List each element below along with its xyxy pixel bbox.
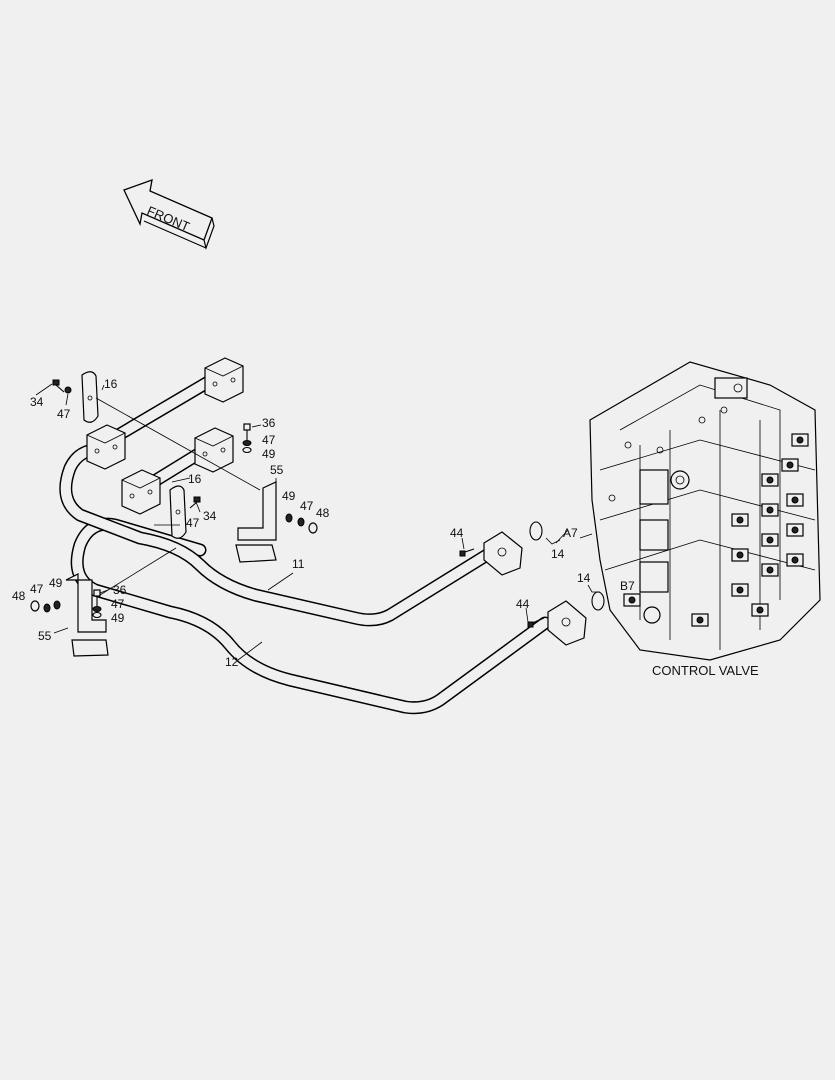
- clamp-16-upper: [81, 371, 99, 423]
- callout-44: 44: [450, 526, 464, 540]
- callout-34: 34: [203, 509, 217, 523]
- flange-blocks: [86, 357, 244, 515]
- callout-36: 36: [113, 583, 127, 597]
- callout-49: 49: [111, 611, 125, 625]
- valve-fittings: [623, 433, 809, 627]
- callout-55: 55: [270, 463, 284, 477]
- bracket-55-right: [235, 481, 277, 563]
- control-valve-label: CONTROL VALVE: [652, 663, 759, 678]
- callout-48: 48: [316, 506, 330, 520]
- callout-49: 49: [282, 489, 296, 503]
- callout-34: 34: [30, 395, 44, 409]
- callout-49: 49: [262, 447, 276, 461]
- callout-36: 36: [262, 416, 276, 430]
- callout-16: 16: [188, 472, 202, 486]
- pipe-12-end-flange: [547, 600, 587, 646]
- leader-lines: [35, 383, 621, 661]
- pipe-12: [70, 517, 552, 715]
- callout-55: 55: [38, 629, 52, 643]
- callout-14: 14: [551, 547, 565, 561]
- callout-47: 47: [57, 407, 71, 421]
- front-arrow-icon: FRONT: [123, 179, 215, 251]
- callout-47: 47: [30, 582, 44, 596]
- control-valve: [589, 361, 821, 661]
- callout-49: 49: [49, 576, 63, 590]
- o-ring-14-upper: [529, 521, 543, 541]
- callout-A7: A7: [563, 526, 578, 540]
- o-ring-14-lower: [591, 591, 605, 611]
- callout-44: 44: [516, 597, 530, 611]
- clamp-16-lower: [169, 485, 187, 539]
- callout-B7: B7: [620, 579, 635, 593]
- hardware: [30, 379, 545, 628]
- callout-labels: 16 34 47 36 47 49 55 49 47 48 16 34 47 1…: [12, 377, 759, 678]
- callout-47: 47: [111, 597, 125, 611]
- callout-14: 14: [577, 571, 591, 585]
- callout-47: 47: [300, 499, 314, 513]
- pipe-11-end-flange: [483, 531, 523, 576]
- callout-16: 16: [104, 377, 118, 391]
- pipe-11: [59, 443, 502, 627]
- callout-11: 11: [292, 557, 305, 571]
- callout-48: 48: [12, 589, 26, 603]
- bracket-55-left: [65, 573, 109, 657]
- callout-47: 47: [186, 516, 200, 530]
- callout-12: 12: [225, 655, 239, 669]
- callout-47: 47: [262, 433, 276, 447]
